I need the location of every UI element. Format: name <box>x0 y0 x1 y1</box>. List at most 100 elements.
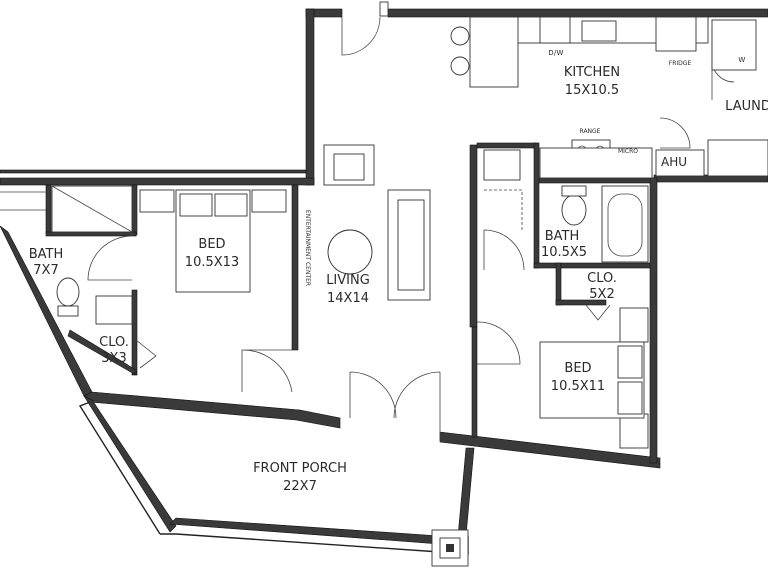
door-front-right <box>393 371 441 440</box>
bath1-name: BATH <box>29 247 64 262</box>
vanity-2 <box>483 149 521 181</box>
wall-porch-top <box>83 391 341 429</box>
bath2-fixtures <box>483 149 649 263</box>
wall-bath-bed-lower <box>131 289 138 376</box>
bath1-fixtures <box>51 185 133 325</box>
laundry-name: LAUND <box>725 99 768 114</box>
bed2-name: BED <box>564 361 591 376</box>
kitchen-size: 15X10.5 <box>565 83 619 98</box>
fridge-label: FRIDGE <box>669 60 692 67</box>
wall-kitchen-bottom-left <box>476 142 538 149</box>
door-front-left <box>349 371 397 419</box>
wall-center-upper <box>469 144 478 328</box>
door-bath2-swing <box>484 189 523 230</box>
kitchen-name: KITCHEN <box>564 65 620 80</box>
room-labels: KITCHEN 15X10.5 LAUND BATH 7X7 BED 10.5X… <box>29 65 768 494</box>
living-size: 14X14 <box>327 291 369 306</box>
clo2-name: CLO. <box>587 271 617 286</box>
toilet-1 <box>56 277 80 307</box>
door-clo2 <box>585 304 611 321</box>
dw-label: D/W <box>548 49 564 57</box>
door-bed2 <box>476 321 521 365</box>
kitchen-sink <box>581 20 617 42</box>
micro-label: MICRO <box>618 148 638 155</box>
bed2-size: 10.5X11 <box>551 379 605 394</box>
wall-shower-bottom <box>45 231 137 237</box>
bath1-size: 7X7 <box>33 263 58 278</box>
wall-bath2-bottom <box>533 262 655 269</box>
wall-right-outer <box>649 177 658 464</box>
wall-center-lower <box>471 326 478 438</box>
vanity-1 <box>95 295 133 325</box>
porch-fixtures <box>431 529 469 567</box>
toilet-1-tank <box>57 305 79 317</box>
armchair-seat <box>333 153 365 181</box>
pillow-4 <box>617 381 643 415</box>
wall-porch-diagonal <box>83 395 177 533</box>
door-ahu <box>659 117 691 149</box>
nightstand-3 <box>619 307 649 343</box>
door-top-jamb <box>379 1 389 17</box>
nightstand-2 <box>251 189 287 213</box>
door-bath1 <box>87 235 133 281</box>
walls <box>0 8 768 545</box>
fixture-labels: D/W FRIDGE W RANGE MICRO AHU ENTERTAINME… <box>304 49 745 286</box>
kitchen-island <box>469 16 519 88</box>
washer-label: W <box>738 56 745 64</box>
stool-2 <box>450 56 470 76</box>
pillow-2 <box>214 193 248 217</box>
laundry-shelf <box>707 139 768 177</box>
line-porch-outer <box>78 401 161 535</box>
sofa-seat <box>397 199 425 291</box>
coffee-table <box>327 229 373 275</box>
porch-column-core <box>446 544 454 552</box>
wall-vertical-upper <box>305 8 315 186</box>
toilet-2-tank <box>561 185 587 197</box>
wall-clo1-bottom <box>67 329 137 376</box>
dishwasher <box>539 16 571 44</box>
wall-bath2-top <box>536 177 656 184</box>
entertainment-label: ENTERTAINMENT CENTER <box>304 210 311 286</box>
door-top <box>341 16 381 56</box>
wall-bedroom-top-outer <box>0 169 307 174</box>
washer <box>711 19 757 71</box>
range-label: RANGE <box>580 128 601 135</box>
wall-shower-left <box>45 184 52 234</box>
door-bed1 <box>241 349 293 393</box>
stool-1 <box>450 26 470 46</box>
clo1-size: 3X3 <box>101 351 126 366</box>
bedroom1-furniture <box>139 189 287 293</box>
toilet-2 <box>561 194 587 226</box>
nightstand-4 <box>619 413 649 449</box>
bed1-name: BED <box>198 237 225 252</box>
porch-name: FRONT PORCH <box>253 461 347 476</box>
wall-bedroom-top <box>0 177 315 186</box>
ahu-label: AHU <box>661 155 687 169</box>
bed1-size: 10.5X13 <box>185 255 239 270</box>
clo2-size: 5X2 <box>589 287 614 302</box>
wall-top-right <box>387 8 768 18</box>
bedroom2-furniture <box>539 307 649 449</box>
wall-porch-bottom <box>169 517 441 545</box>
bath2-name: BATH <box>545 229 580 244</box>
bath2-size: 10.5X5 <box>541 245 587 260</box>
ahu-unit <box>655 149 705 177</box>
wall-clo2-bottom <box>555 299 607 306</box>
living-name: LIVING <box>326 273 370 288</box>
nightstand-1 <box>139 189 175 213</box>
door-bath2 <box>483 229 525 271</box>
door-clo1 <box>135 339 157 369</box>
wall-porch-right <box>457 447 475 537</box>
clo1-name: CLO. <box>99 335 129 350</box>
kitchen-counter-bottom <box>539 147 653 179</box>
living-furniture <box>323 144 431 301</box>
pillow-3 <box>617 345 643 379</box>
bathtub-inner <box>607 193 643 257</box>
wall-bath2-left <box>533 142 540 269</box>
wall-clo2-left <box>555 262 562 306</box>
fridge <box>655 16 697 52</box>
bathtub <box>601 185 649 263</box>
pillow-1 <box>179 193 213 217</box>
porch-size: 22X7 <box>283 479 317 494</box>
